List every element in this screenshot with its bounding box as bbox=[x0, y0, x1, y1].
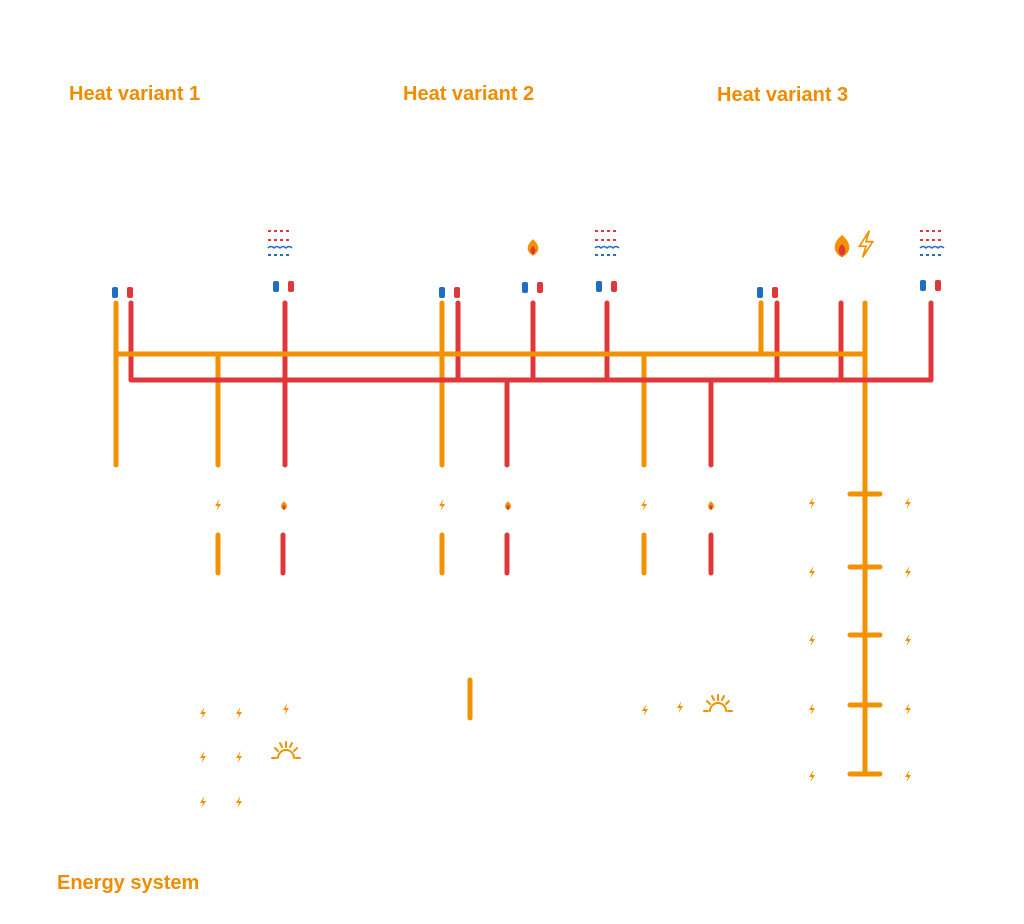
variant-1-network bbox=[113, 300, 288, 576]
flame-icon bbox=[527, 239, 539, 256]
electricity-bolt-icon bbox=[809, 634, 815, 646]
flame-icon bbox=[505, 501, 511, 511]
electricity-bolt-icon bbox=[236, 751, 242, 763]
electricity-bolt-icon bbox=[642, 704, 648, 716]
electricity-bolt-icon bbox=[857, 230, 875, 258]
electricity-bolt-icon bbox=[200, 796, 206, 808]
electricity-bolt-icon bbox=[905, 634, 911, 646]
cold-supply-marker-icon bbox=[596, 281, 602, 292]
cold-supply-marker-icon bbox=[920, 280, 926, 291]
cold-supply-marker-icon bbox=[439, 287, 445, 298]
heading-heat-variant-1: Heat variant 1 bbox=[69, 83, 201, 105]
electricity-bolt-icon bbox=[215, 499, 221, 511]
variant-2-network bbox=[439, 300, 714, 721]
electricity-bolt-icon bbox=[809, 497, 815, 509]
hot-supply-marker-icon bbox=[935, 280, 941, 291]
hot-supply-marker-icon bbox=[288, 281, 294, 292]
hot-supply-marker-icon bbox=[454, 287, 460, 298]
heat-exchanger-icon bbox=[594, 230, 620, 256]
flame-icon bbox=[834, 235, 850, 258]
variant-3-network bbox=[758, 300, 934, 777]
heading-heat-variant-2: Heat variant 2 bbox=[403, 83, 535, 105]
electricity-bolt-icon bbox=[905, 703, 911, 715]
electricity-bolt-icon bbox=[236, 707, 242, 719]
hot-supply-marker-icon bbox=[127, 287, 133, 298]
cold-supply-marker-icon bbox=[273, 281, 279, 292]
electricity-bolt-icon bbox=[809, 703, 815, 715]
electricity-bolt-icon bbox=[905, 566, 911, 578]
flame-icon bbox=[281, 501, 287, 511]
sun-icon bbox=[271, 741, 301, 759]
electricity-bolt-icon bbox=[905, 770, 911, 782]
electricity-bolt-icon bbox=[283, 703, 289, 715]
electricity-bolt-icon bbox=[677, 701, 683, 713]
heading-energy-system: Energy system bbox=[57, 872, 200, 894]
heat-exchanger-icon bbox=[919, 230, 945, 256]
electricity-bolt-icon bbox=[641, 499, 647, 511]
electricity-bolt-icon bbox=[439, 499, 445, 511]
cold-supply-marker-icon bbox=[757, 287, 763, 298]
cold-supply-marker-icon bbox=[522, 282, 528, 293]
electricity-bolt-icon bbox=[809, 770, 815, 782]
hot-supply-marker-icon bbox=[611, 281, 617, 292]
electricity-bolt-icon bbox=[905, 497, 911, 509]
hot-supply-marker-icon bbox=[537, 282, 543, 293]
heading-heat-variant-3: Heat variant 3 bbox=[717, 84, 849, 106]
electricity-bolt-icon bbox=[200, 751, 206, 763]
supply-markers bbox=[112, 280, 941, 298]
flame-icon bbox=[708, 501, 714, 511]
electricity-bolt-icon bbox=[236, 796, 242, 808]
heat-exchanger-icon bbox=[267, 230, 293, 256]
hot-supply-marker-icon bbox=[772, 287, 778, 298]
cold-supply-marker-icon bbox=[112, 287, 118, 298]
electricity-bolt-icon bbox=[200, 707, 206, 719]
sun-icon bbox=[703, 694, 733, 712]
electricity-bolt-icon bbox=[809, 566, 815, 578]
